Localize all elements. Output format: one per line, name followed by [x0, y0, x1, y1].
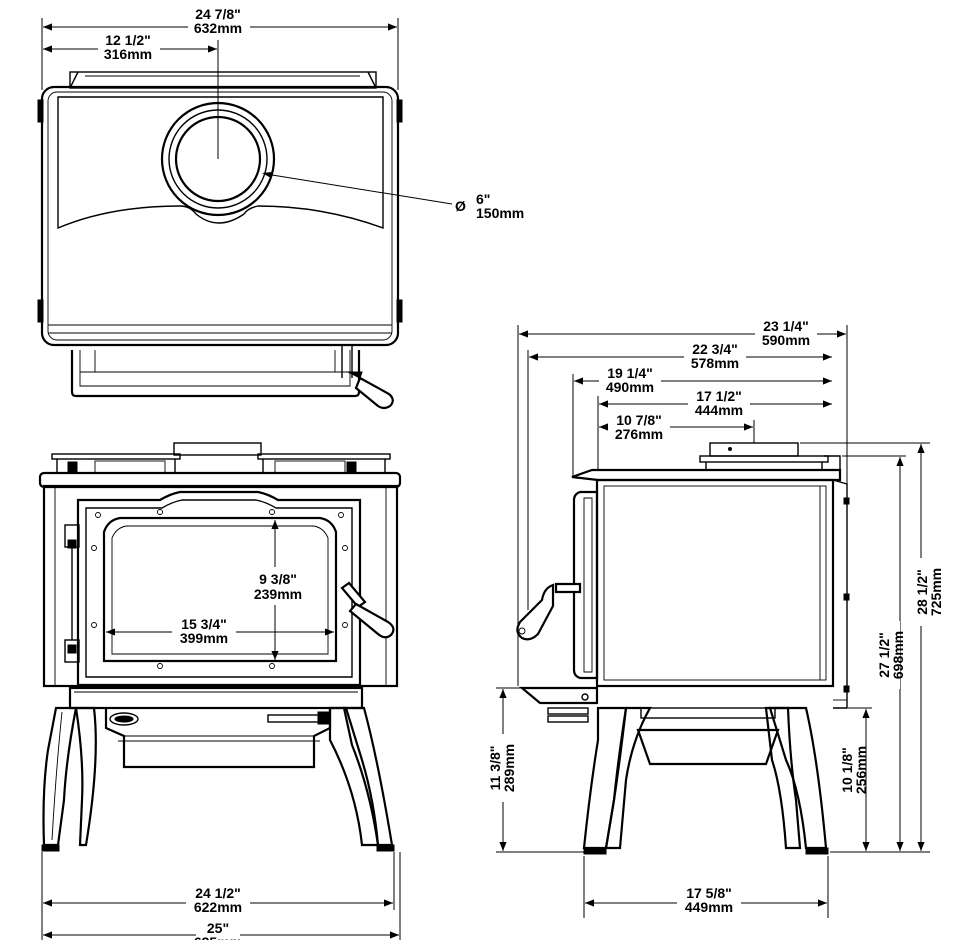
front-door-frame [76, 490, 362, 687]
side-door-handle [516, 583, 555, 641]
depth-4-mm: 444mm [695, 402, 743, 418]
stove-top-plate [40, 85, 400, 347]
flue-center-in: 10 7/8" [616, 412, 662, 428]
front-door-glass [102, 516, 338, 663]
top-view-door-handle [354, 376, 394, 410]
flue-diameter-mm: 150mm [476, 205, 524, 221]
ashlip-height-mm: 289mm [501, 744, 517, 792]
air-control-slider [267, 714, 327, 723]
leg-width-mm: 622mm [194, 899, 242, 915]
front-left-leg [42, 706, 78, 847]
side-front-leg [582, 706, 628, 850]
top-view [37, 71, 403, 410]
side-top-plate [571, 468, 842, 482]
dim-overall-width: 25" 635mm [43, 852, 401, 940]
flue-offset-in: 12 1/2" [105, 32, 151, 48]
flue-diameter-in: 6" [476, 191, 490, 207]
dim-flue-offset: 12 1/2" 316mm [43, 32, 219, 159]
overall-width-in: 25" [207, 920, 229, 936]
depth-3-in: 19 1/4" [607, 365, 653, 381]
glass-height-mm: 239mm [254, 586, 302, 602]
dim-side-heights: 28 1/2" 725mm 27 1/2" 698mm 10 1/8" 256m… [487, 442, 944, 853]
overall-width-mm: 635mm [194, 934, 242, 940]
total-height-in: 28 1/2" [914, 569, 930, 615]
dim-glass-height: 9 3/8" 239mm [246, 520, 310, 660]
dim-leg-width: 24 1/2" 622mm [41, 852, 395, 940]
depth-2-in: 22 3/4" [692, 341, 738, 357]
bottom-height-mm: 256mm [853, 746, 869, 794]
side-door-profile [572, 490, 599, 680]
dim-leg-depth: 17 5/8" 449mm [583, 856, 829, 918]
depth-total-mm: 590mm [762, 332, 810, 348]
dim-top-width: 24 7/8" 632mm [41, 6, 399, 90]
top-height-in: 27 1/2" [876, 632, 892, 678]
side-flue-collar [709, 442, 799, 457]
front-door-latch [340, 581, 367, 609]
depth-total-in: 23 1/4" [763, 318, 809, 334]
front-door-handle [348, 602, 395, 639]
side-view [516, 442, 850, 855]
dim-side-depth: 23 1/4" 590mm 22 3/4" 578mm 19 1/4" 490m… [517, 318, 848, 686]
leg-depth-mm: 449mm [685, 899, 733, 915]
dim-glass-width: 15 3/4" 399mm [106, 616, 334, 646]
side-firebox-body [595, 478, 835, 688]
side-door-latch [554, 582, 582, 594]
bottom-height-in: 10 1/8" [839, 747, 855, 793]
leg-width-in: 24 1/2" [195, 885, 241, 901]
front-top-plate [38, 471, 402, 489]
front-view [38, 442, 402, 852]
side-ash-lip [518, 686, 599, 705]
front-flue-collar [173, 442, 262, 456]
flue-center-mm: 276mm [615, 426, 663, 442]
depth-4-in: 17 1/2" [696, 388, 742, 404]
flue-offset-mm: 316mm [104, 46, 152, 62]
leg-depth-in: 17 5/8" [686, 885, 732, 901]
dim-flue-diameter: Ø 6" 150mm [262, 172, 524, 221]
depth-3-mm: 490mm [606, 379, 654, 395]
depth-2-mm: 578mm [691, 355, 739, 371]
side-ash-pan [636, 728, 780, 766]
door-screws [91, 509, 348, 669]
front-logo-badge [109, 712, 139, 726]
diameter-symbol: Ø [455, 198, 466, 214]
front-ash-lip [68, 686, 364, 710]
top-width-mm: 632mm [194, 20, 242, 36]
ashlip-height-in: 11 3/8" [487, 746, 503, 791]
glass-width-mm: 399mm [180, 630, 228, 646]
top-raised-panel [57, 96, 384, 230]
total-height-mm: 725mm [928, 568, 944, 616]
top-rear-bar [69, 71, 377, 89]
top-width-in: 24 7/8" [195, 6, 241, 22]
glass-height-in: 9 3/8" [259, 571, 297, 587]
top-front-ash-lip [70, 350, 361, 398]
top-height-mm: 698mm [890, 631, 906, 679]
glass-width-in: 15 3/4" [181, 616, 227, 632]
front-ash-pan [104, 708, 332, 769]
